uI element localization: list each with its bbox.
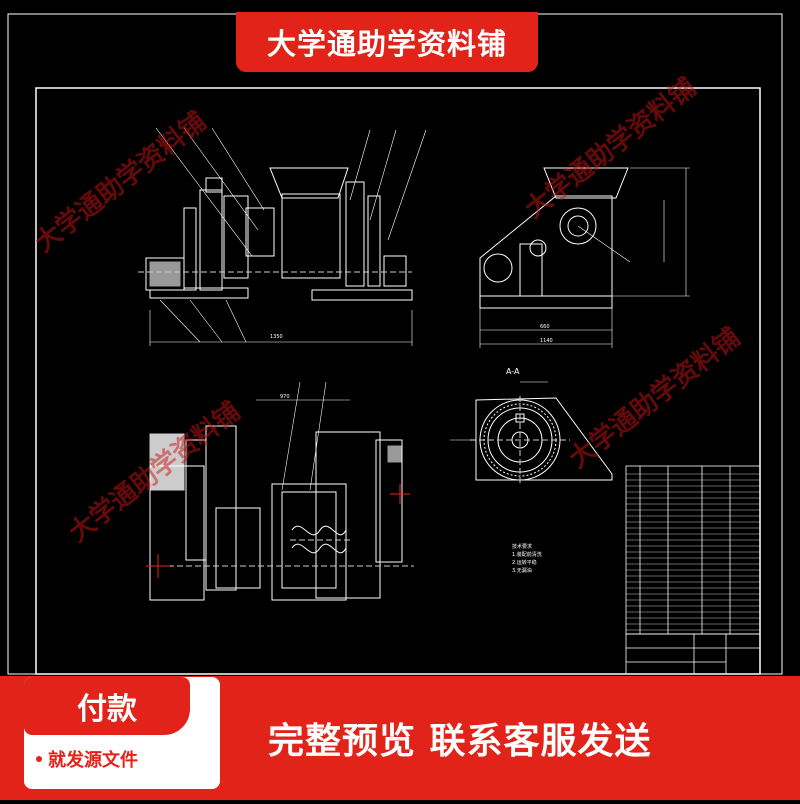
tech-notes: 技术要求 1.装配前清洗 2.运转平稳 3.无漏油 <box>512 543 542 574</box>
section-view: A-A <box>450 367 613 484</box>
side-view <box>479 167 690 348</box>
note-line: 3.无漏油 <box>512 567 532 574</box>
top-banner: 大学通助学资料铺 <box>236 12 538 72</box>
parts-list <box>625 465 761 675</box>
dimension-labels: 1350 660 1140 970 <box>270 324 553 400</box>
dimension-text: 1140 <box>540 338 553 344</box>
plan-view <box>149 381 414 601</box>
note-line: 技术要求 <box>512 543 532 550</box>
section-label: A-A <box>506 367 520 376</box>
dimension-text: 1350 <box>270 334 283 340</box>
center-marks <box>146 484 410 578</box>
banner-title: 大学通助学资料铺 <box>266 27 507 61</box>
payment-tab[interactable]: 付款 <box>24 677 190 735</box>
payment-sub: 就发源文件 <box>36 744 138 774</box>
note-line: 2.运转平稳 <box>512 559 537 566</box>
payment-label: 付款 <box>77 692 137 727</box>
payment-sub-label: 就发源文件 <box>48 750 138 771</box>
dimension-text: 970 <box>280 394 290 400</box>
note-line: 1.装配前清洗 <box>512 551 542 558</box>
cta-text: 完整预览 联系客服发送 <box>268 721 652 762</box>
inner-frame <box>35 87 761 675</box>
outer-frame <box>7 13 783 675</box>
front-view <box>138 127 427 346</box>
bullet-icon <box>36 756 42 762</box>
dimension-text: 660 <box>540 324 550 330</box>
